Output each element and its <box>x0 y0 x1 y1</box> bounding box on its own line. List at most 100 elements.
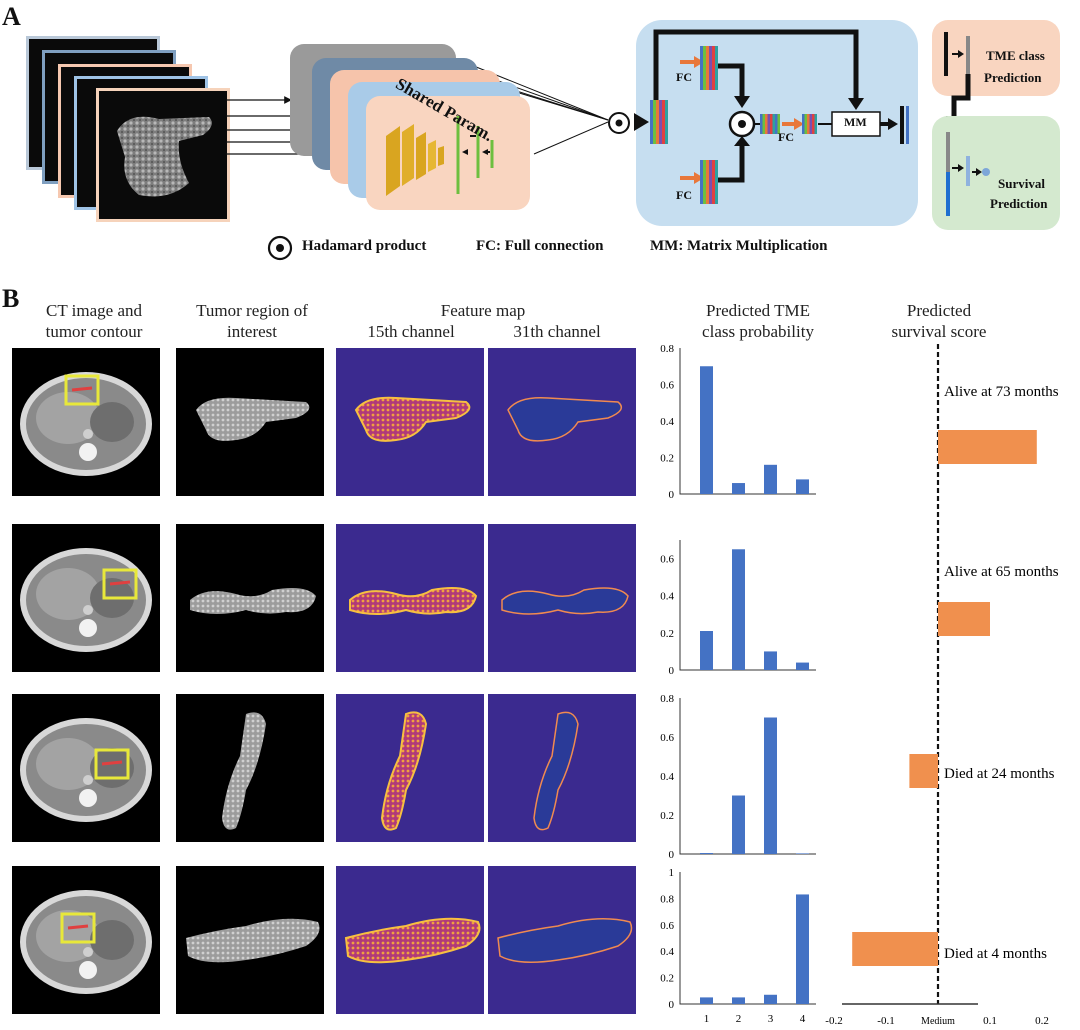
tme-ytick-label: 0 <box>669 849 675 861</box>
survival-prediction-box <box>932 116 1060 230</box>
tme-ytick-label: 0.6 <box>660 380 674 392</box>
survival-line2: Prediction <box>990 196 1048 211</box>
tme-bar-class-4 <box>796 894 809 1004</box>
survival-xtick-label: -0.2 <box>825 1015 842 1027</box>
tme-ytick-label: 0 <box>669 665 675 677</box>
tme-chart-2: 0 0.2 0.4 0.6 <box>660 540 816 677</box>
tme-bar-class-2 <box>732 549 745 670</box>
tme-ytick-label: 0.4 <box>660 591 674 603</box>
survival-outcome-label: Died at 4 months <box>944 946 1047 962</box>
panel-a-label: A <box>2 2 21 31</box>
survival-xtick-label: 0.1 <box>983 1015 997 1027</box>
tme-bar-class-4 <box>796 479 809 494</box>
survival-bar <box>852 932 938 966</box>
survival-line1: Survival <box>998 176 1045 191</box>
tme-bar-class-1 <box>700 853 713 854</box>
tme-ytick-label: 0.2 <box>660 810 674 822</box>
tme-bar-class-3 <box>764 994 777 1004</box>
tme-ytick-label: 0 <box>669 999 675 1011</box>
tme-bar-class-1 <box>700 997 713 1004</box>
tme-bar-class-4 <box>796 662 809 670</box>
legend-mm: MM: Matrix Multiplication <box>650 238 828 254</box>
tumor-roi-image <box>176 348 324 496</box>
ct-image <box>12 348 160 496</box>
tme-bar-class-2 <box>732 483 745 494</box>
tme-ytick-label: 0.4 <box>660 771 674 783</box>
hadamard-legend-icon <box>267 235 293 261</box>
tme-ytick-label: 0.6 <box>660 920 674 932</box>
tme-bar-class-3 <box>764 464 777 494</box>
feature-map-ch15 <box>336 866 484 1014</box>
tme-xtick-label: 3 <box>768 1013 774 1025</box>
survival-bar <box>938 602 990 636</box>
ct-image <box>12 694 160 842</box>
survival-bar <box>938 430 1037 464</box>
tme-ytick-label: 0.6 <box>660 732 674 744</box>
feature-map-ch15 <box>336 348 484 496</box>
survival-outcome-label: Died at 24 months <box>944 766 1055 782</box>
concat-feature-vector <box>650 100 668 144</box>
legend-hadamard: Hadamard product <box>302 238 427 254</box>
fusion-diagram <box>634 29 909 204</box>
survival-xtick-label: 0.2 <box>1035 1015 1049 1027</box>
mm-label: MM <box>844 115 867 129</box>
tumor-roi-image <box>176 866 324 1014</box>
tme-xtick-label: 2 <box>736 1013 742 1025</box>
feature-map-ch31 <box>488 524 636 672</box>
feature-map-ch31 <box>488 866 636 1014</box>
header-ch15: 15th channel <box>367 322 455 341</box>
tme-ytick-label: 0.8 <box>660 693 674 705</box>
tme-bar-class-1 <box>700 631 713 670</box>
tme-line1: TME class <box>986 48 1045 63</box>
tme-bar-class-4 <box>796 853 809 854</box>
tme-ytick-label: 0.2 <box>660 973 674 985</box>
feature-map-ch15 <box>336 524 484 672</box>
survival-outcome-label: Alive at 73 months <box>944 384 1059 400</box>
fc-label-mid: FC <box>778 130 794 144</box>
survival-outcome-label: Alive at 65 months <box>944 564 1059 580</box>
legend-fc: FC: Full connection <box>476 238 604 254</box>
tme-ytick-label: 1 <box>669 867 675 879</box>
survival-prediction-icon <box>946 132 990 216</box>
ct-image <box>12 866 160 1014</box>
tme-probability-charts: 00.20.40.60.800.20.40.600.20.40.60.800.2… <box>660 343 816 1025</box>
ct-image <box>12 524 160 672</box>
survival-xtick-label: -0.1 <box>877 1015 894 1027</box>
tme-ytick-label: 0 <box>669 489 675 501</box>
concat-node <box>608 112 630 134</box>
cnn-icon <box>386 116 494 196</box>
tme-xtick-label: 1 <box>704 1013 710 1025</box>
tme-line2: Prediction <box>984 70 1042 85</box>
tme-axis <box>679 698 816 855</box>
tme-bar-class-1 <box>700 366 713 494</box>
survival-xtick-label: Medium <box>921 1016 955 1027</box>
tme-ytick-label: 0.4 <box>660 416 674 428</box>
tme-ytick-label: 0.6 <box>660 554 674 566</box>
tumor-roi-image <box>176 694 324 842</box>
tme-axis <box>679 872 816 1005</box>
tme-bar-class-2 <box>732 997 745 1004</box>
tme-chart-1: 00.20.40.60.8 <box>660 343 816 501</box>
panel-b-label: B <box>2 284 20 313</box>
tme-ytick-label: 0.8 <box>660 893 674 905</box>
tme-bar-class-3 <box>764 651 777 670</box>
survival-bar <box>909 754 938 788</box>
tme-ytick-label: 0.4 <box>660 946 674 958</box>
tme-bar-class-2 <box>732 795 745 854</box>
header-feature-map: Feature map <box>440 301 526 320</box>
tme-ytick-label: 0.2 <box>660 628 674 640</box>
feature-map-ch15 <box>336 694 484 842</box>
tme-prediction-box <box>932 20 1060 96</box>
survival-score-chart: -0.2 -0.1 Medium 0.1 0.2 Alive at 73 monthsAl… <box>825 344 1059 1027</box>
tme-ytick-label: 0.8 <box>660 343 674 355</box>
tme-chart-3: 0 0.2 0.4 0.6 0.8 <box>660 693 816 861</box>
feature-map-ch31 <box>488 694 636 842</box>
tumor-roi-image <box>176 524 324 672</box>
fc-label-top: FC <box>676 70 692 84</box>
tme-bar-class-3 <box>764 717 777 854</box>
